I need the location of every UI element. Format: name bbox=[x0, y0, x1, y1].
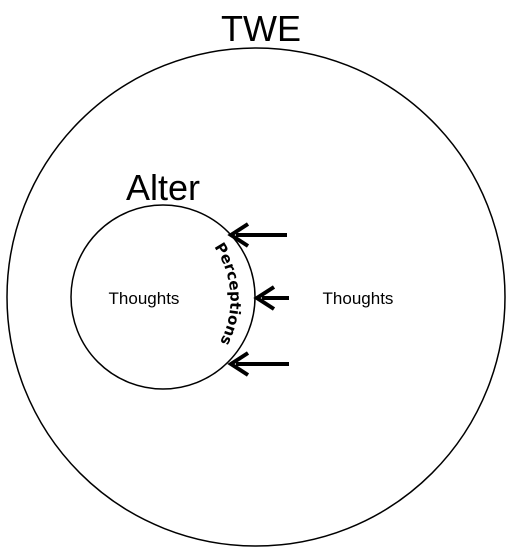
inner-title: Alter bbox=[126, 167, 200, 208]
arrow-middle bbox=[253, 285, 289, 311]
outer-circle bbox=[6, 47, 506, 547]
arrow-top bbox=[227, 222, 287, 248]
perceptions-label-path: Perceptions bbox=[211, 239, 245, 348]
inner-thoughts-label: Thoughts bbox=[109, 289, 180, 308]
outer-thoughts-label: Thoughts bbox=[323, 289, 394, 308]
arrow-bottom bbox=[227, 351, 289, 377]
outer-title: TWE bbox=[221, 8, 301, 49]
perceptions-label: Perceptions bbox=[211, 239, 245, 348]
